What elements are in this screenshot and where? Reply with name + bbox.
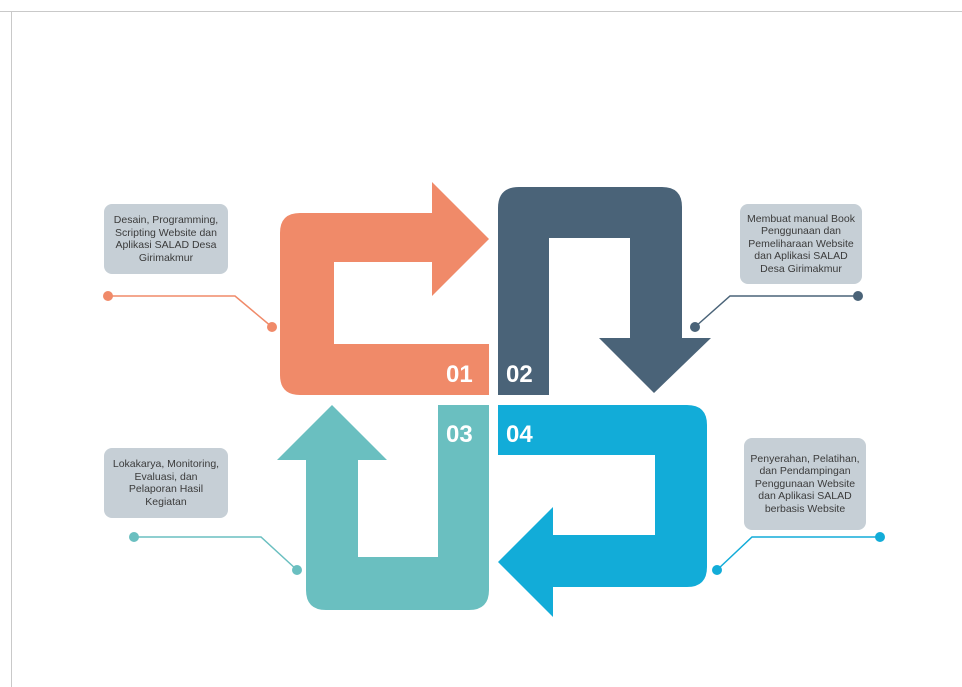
connector-03	[129, 532, 302, 575]
step-03-arrow	[277, 405, 489, 610]
lightbulb-icon	[358, 280, 406, 321]
document-icon	[567, 271, 609, 312]
step-02-number: 02	[506, 361, 533, 388]
step-04-description: Penyerahan, Pelatihan, dan Pendampingan …	[744, 438, 866, 530]
globe-icon	[378, 476, 420, 518]
connector-01	[103, 291, 277, 332]
frame-left-border	[11, 11, 12, 687]
connector-04	[712, 532, 885, 575]
step-03-description: Lokakarya, Monitoring, Evaluasi, dan Pel…	[104, 448, 228, 518]
step-03-number: 03	[446, 421, 473, 448]
frame-top-border	[0, 11, 962, 12]
connector-02	[690, 291, 863, 332]
step-02-arrow	[498, 187, 711, 395]
step-04-number: 04	[506, 421, 533, 448]
step-01-description: Desain, Programming, Scripting Website d…	[104, 204, 228, 274]
step-04-arrow	[498, 405, 707, 617]
envelope-icon	[577, 476, 627, 510]
step-01-number: 01	[446, 361, 473, 388]
step-01-arrow	[280, 182, 489, 395]
step-02-description: Membuat manual Book Penggunaan dan Pemel…	[740, 204, 862, 284]
